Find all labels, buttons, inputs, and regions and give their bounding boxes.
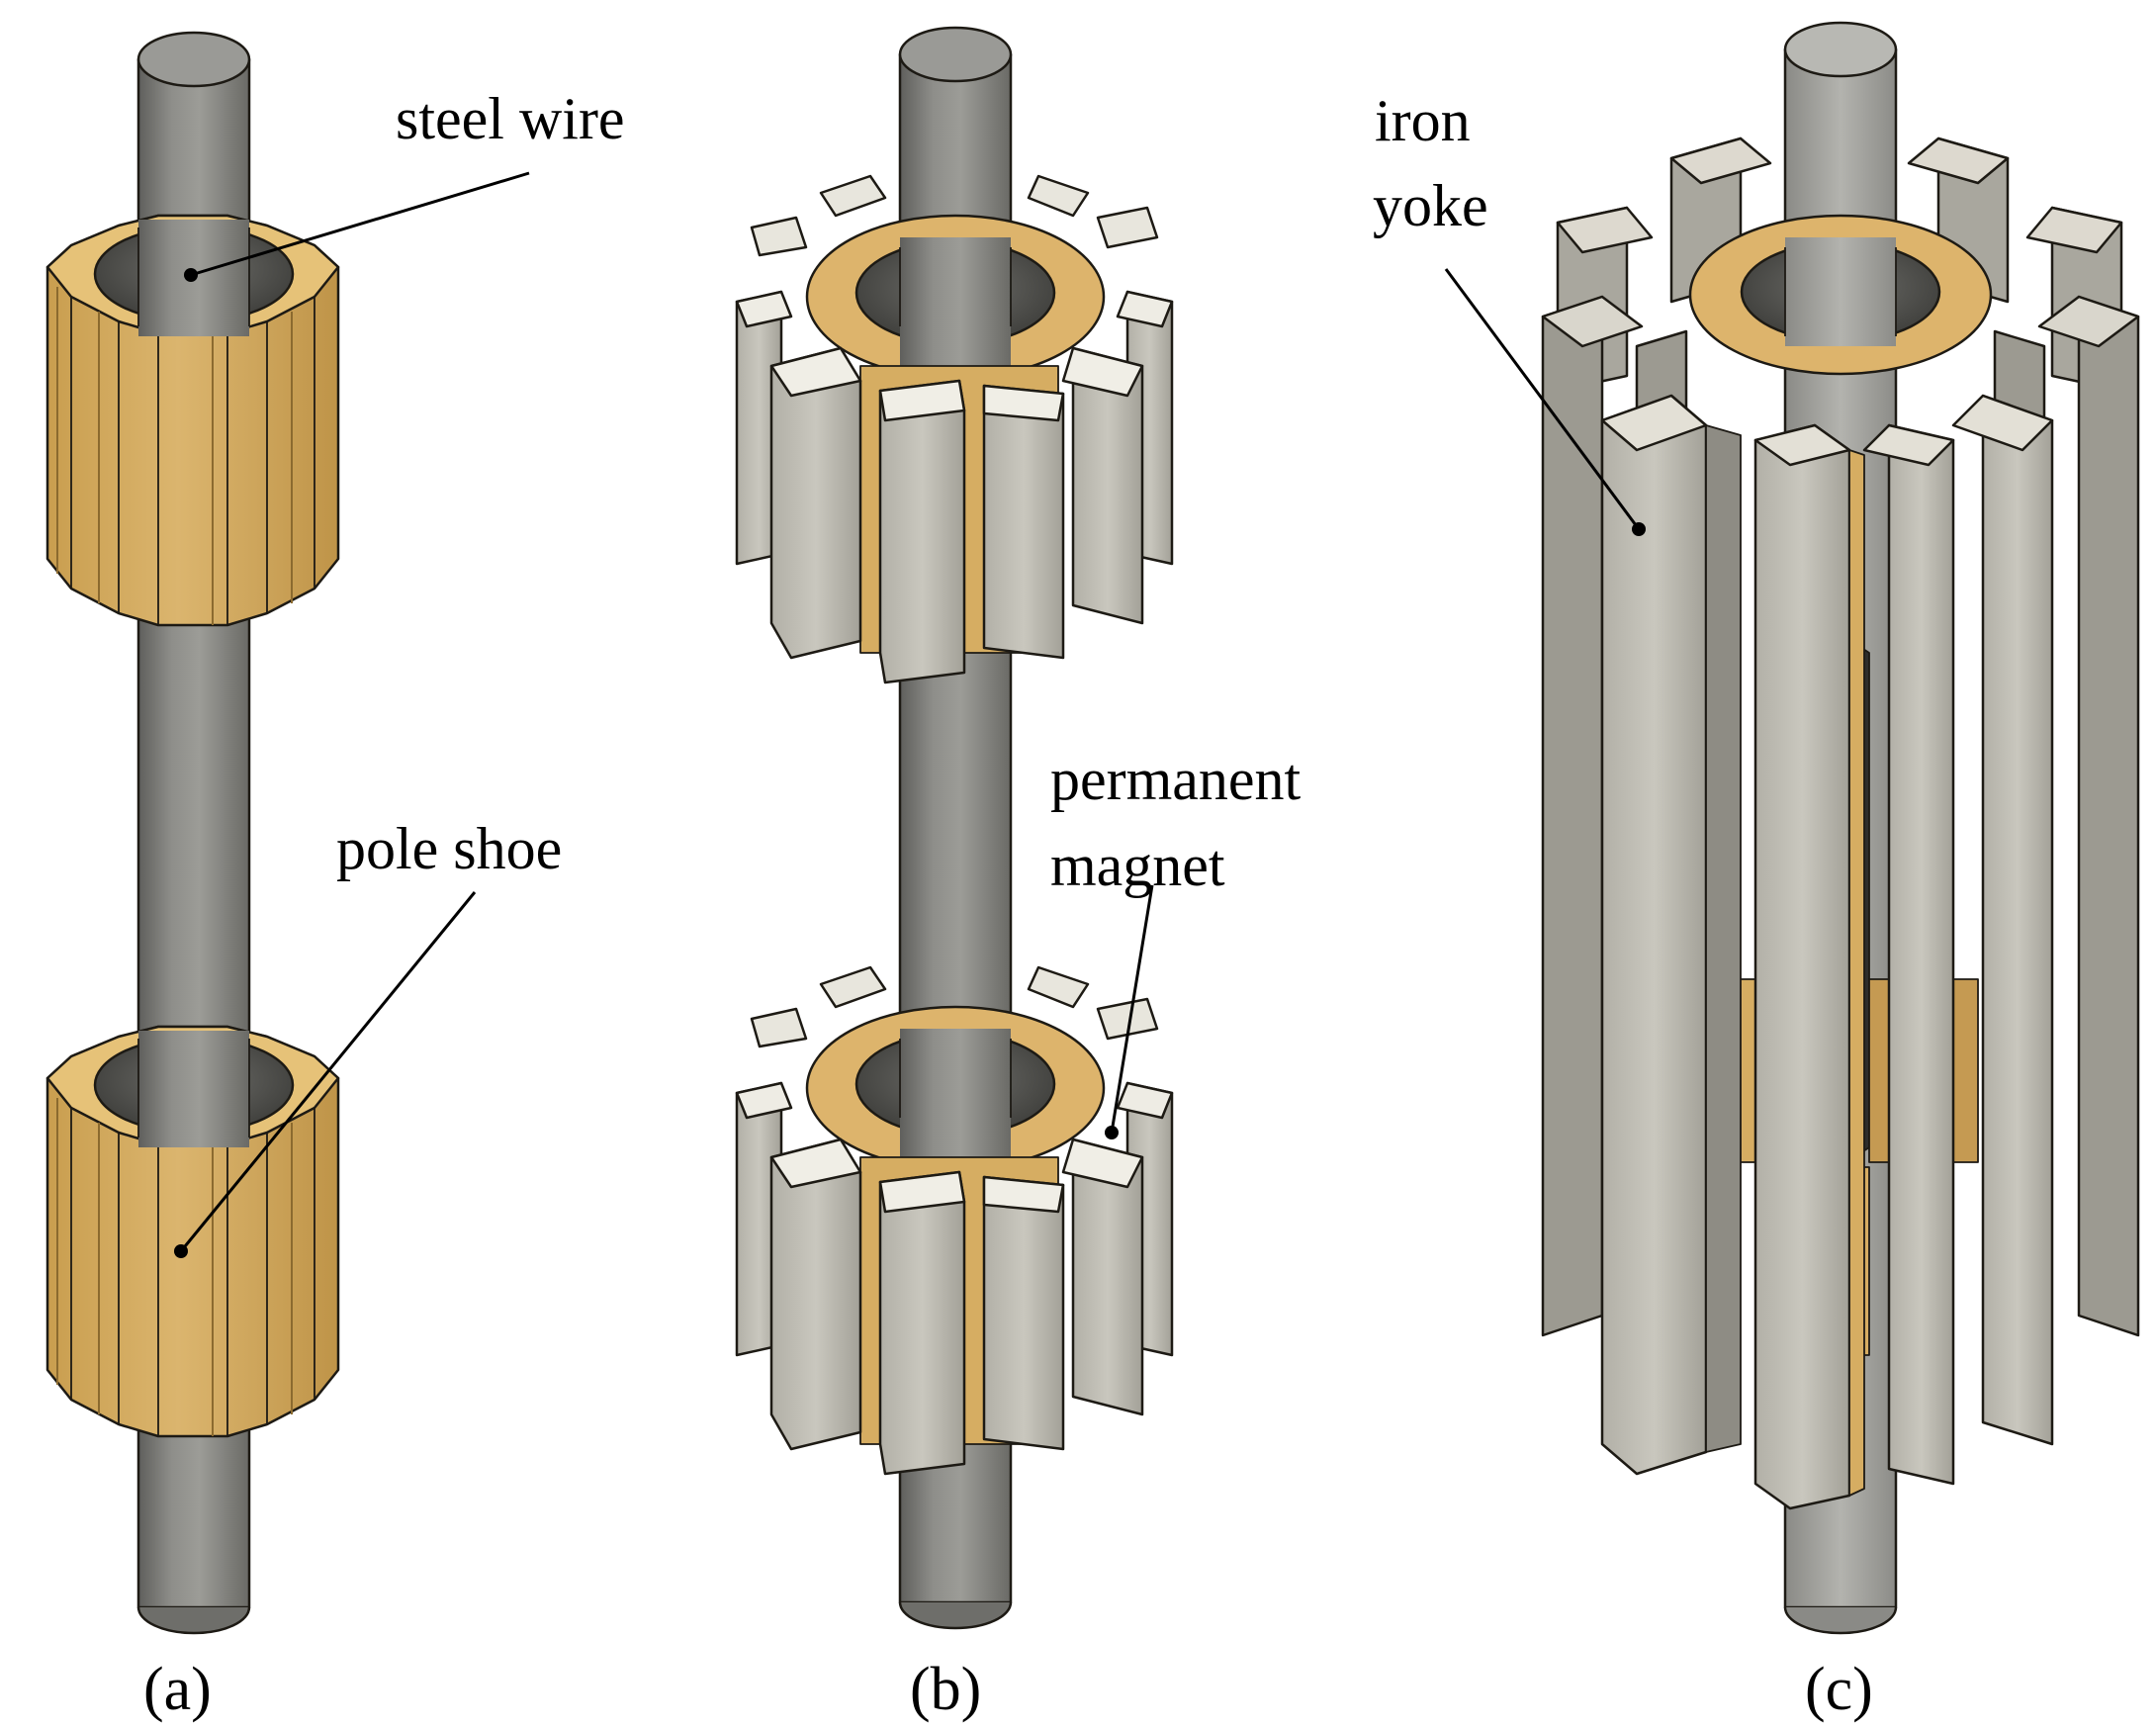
pole-shoe-top-c [1688, 214, 1993, 376]
magnet-label: magnet [1050, 833, 1225, 898]
magnet-ring-lower-b [735, 965, 1174, 1476]
yoke-label: yoke [1373, 173, 1488, 238]
pole-shoe-lower-a [45, 1025, 340, 1438]
panel-label-b: (b) [910, 1656, 981, 1723]
permanent-label: permanent [1050, 747, 1302, 812]
panel-c: iron yoke (c) [1373, 21, 2140, 1723]
iron-yoke-callout: iron yoke [1373, 88, 1646, 536]
panel-label-c: (c) [1805, 1656, 1873, 1723]
panel-label-a: (a) [143, 1656, 212, 1723]
panel-b: permanent magnet (b) [735, 26, 1302, 1723]
steel-wire-label: steel wire [396, 86, 625, 151]
iron-yoke-front [1600, 394, 2054, 1510]
pole-shoe-label: pole shoe [336, 816, 562, 881]
magnet-ring-upper-b [735, 174, 1174, 684]
steel-wire-callout: steel wire [184, 86, 625, 282]
panel-a: steel wire pole shoe (a) [45, 31, 625, 1723]
permanent-magnet-callout: permanent magnet [1050, 747, 1302, 1139]
pole-shoe-callout: pole shoe [174, 816, 562, 1258]
iron-label: iron [1375, 88, 1471, 153]
